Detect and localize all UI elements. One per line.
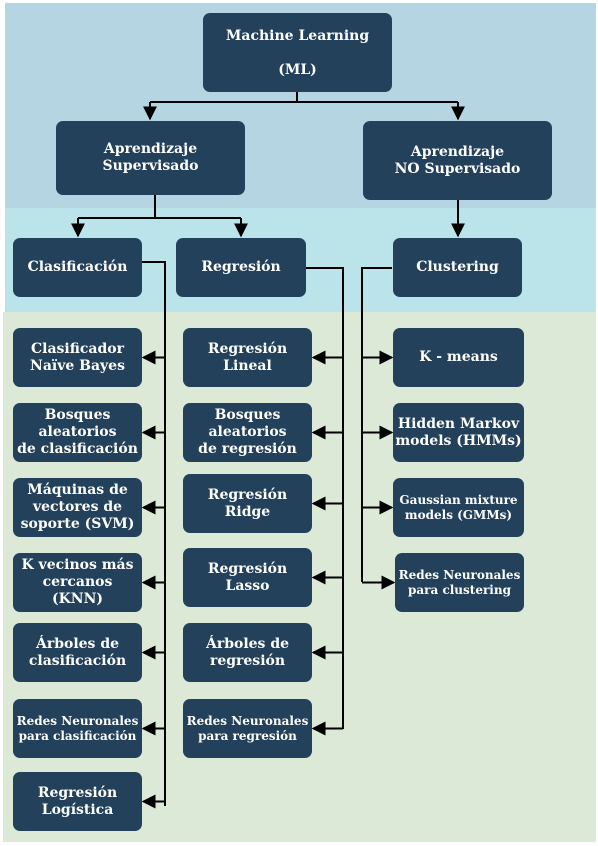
class-item-knn: K vecinos más cercanos (KNN) <box>13 553 142 612</box>
reg-item-ridge: Regresión Ridge <box>183 474 312 533</box>
node-regresion: Regresión <box>176 238 306 297</box>
node-machine-learning: Machine Learning (ML) <box>203 13 392 92</box>
reg-item-random-forest: Bosques aleatorios de regresión <box>183 403 312 462</box>
edge-classification-bus <box>142 261 166 806</box>
edge-supervised-split <box>78 195 241 219</box>
clust-item-k-means: K - means <box>393 328 524 387</box>
reg-item-linear: Regresión Lineal <box>183 328 312 387</box>
clust-item-hmm: Hidden Markov models (HMMs) <box>393 403 524 462</box>
reg-item-lasso: Regresión Lasso <box>183 548 312 607</box>
reg-item-neural-networks: Redes Neuronales para regresión <box>183 699 312 758</box>
reg-item-decision-trees: Árboles de regresión <box>183 623 312 682</box>
class-item-naive-bayes: Clasificador Naïve Bayes <box>13 328 142 387</box>
node-aprendizaje-no-supervisado: Aprendizaje NO Supervisado <box>363 121 552 200</box>
node-clustering: Clustering <box>393 238 522 297</box>
edge-regression-bus <box>306 267 344 729</box>
clust-item-neural-networks: Redes Neuronales para clustering <box>395 553 524 612</box>
class-item-neural-networks: Redes Neuronales para clasificación <box>13 699 142 758</box>
class-item-logistic-regression: Regresión Logística <box>13 772 142 831</box>
class-item-random-forest: Bosques aleatorios de clasificación <box>13 403 142 462</box>
edge-ml-split <box>150 92 458 103</box>
clust-item-gmm: Gaussian mixture models (GMMs) <box>393 478 524 537</box>
node-aprendizaje-supervisado: Aprendizaje Supervisado <box>56 121 245 195</box>
node-clasificacion: Clasificación <box>13 238 142 297</box>
class-item-decision-trees: Árboles de clasificación <box>13 623 142 682</box>
class-item-svm: Máquinas de vectores de soporte (SVM) <box>13 478 142 537</box>
edge-clustering-bus <box>361 267 392 582</box>
